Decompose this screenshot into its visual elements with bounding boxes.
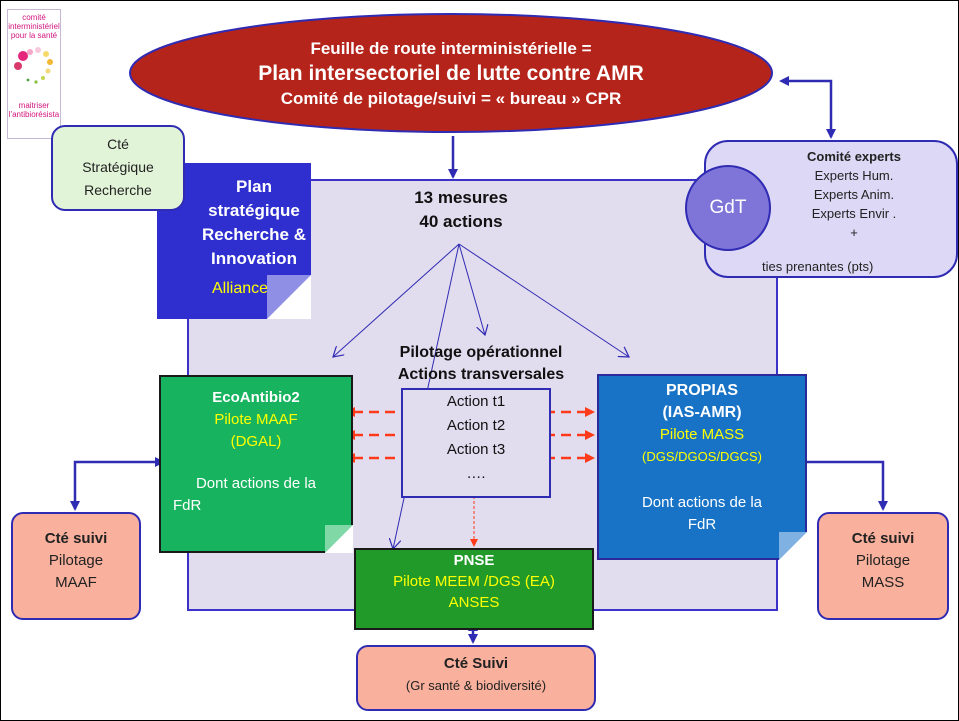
roadmap-text: Feuille de route interministérielle = Pl… xyxy=(127,38,775,110)
plan-strategique-box: Plan stratégique Recherche & Innovation … xyxy=(157,163,311,319)
mesures-line-1: 13 mesures xyxy=(414,188,508,207)
gdt-circle: GdT xyxy=(685,165,771,251)
pilotage-line-2: Actions transversales xyxy=(397,366,565,383)
mesures-line-2: 40 actions xyxy=(419,212,503,231)
cte-strategique-box: Cté Stratégique Recherche xyxy=(51,125,185,211)
suivi-gr-line-1: (Gr santé & biodiversité) xyxy=(405,678,547,693)
experts-title: Comité experts xyxy=(807,149,901,164)
actions-transversales-box: Action t1 Action t2 Action t3 …. xyxy=(401,388,551,498)
eco-title: EcoAntibio2 xyxy=(212,389,300,406)
propias-pilot: Pilote MASS xyxy=(659,426,745,443)
experts-line-5: ties prenantes (pts) xyxy=(762,259,874,274)
cte-strat-line-2: Stratégique xyxy=(82,159,154,175)
page-fold-icon xyxy=(779,532,807,560)
propias-line-1: Dont actions de la xyxy=(641,494,763,511)
logo-text-4: maitriser xyxy=(18,101,50,110)
roadmap-line-1: Feuille de route interministérielle = xyxy=(310,39,592,58)
cte-strat-line-1: Cté xyxy=(107,136,129,152)
suivi-mass-title: Cté suivi xyxy=(851,530,915,547)
roadmap-line-2: Plan intersectoriel de lutte contre AMR xyxy=(258,62,644,85)
pnse-org: ANSES xyxy=(448,594,500,611)
eco-pilot: Pilote MAAF xyxy=(214,411,298,428)
plan-line-3: Recherche & xyxy=(202,225,306,244)
pnse-pilot: Pilote MEEM /DGS (EA) xyxy=(393,573,555,590)
plan-line-4: Innovation xyxy=(211,249,297,268)
action-more: …. xyxy=(466,465,486,482)
propias-line-2: FdR xyxy=(687,516,717,533)
eco-line-2: FdR xyxy=(173,497,202,514)
eco-org: (DGAL) xyxy=(230,433,282,450)
logo-dots-icon xyxy=(14,47,53,84)
experts-line-3: Experts Envir . xyxy=(811,206,897,221)
experts-line-1: Experts Hum. xyxy=(814,168,894,183)
logo-text-2: interministériel xyxy=(8,22,60,31)
suivi-mass-line-2: MASS xyxy=(861,574,905,591)
eco-line-1: Dont actions de la xyxy=(195,475,317,492)
suivi-maaf-line-2: MAAF xyxy=(55,574,97,591)
logo-text-3: pour la santé xyxy=(10,31,58,40)
cte-strat-line-3: Recherche xyxy=(84,182,152,198)
action-t1: Action t1 xyxy=(446,393,506,410)
experts-line-4: + xyxy=(850,225,858,240)
propias-box: PROPIAS (IAS-AMR) Pilote MASS (DGS/DGOS/… xyxy=(597,374,807,560)
cte-suivi-mass-box: Cté suivi Pilotage MASS xyxy=(817,512,949,620)
plan-alliances: Alliances xyxy=(211,280,277,297)
pnse-title: PNSE xyxy=(453,552,495,569)
action-t2: Action t2 xyxy=(446,417,506,434)
logo: comité interministériel pour la santé ma… xyxy=(7,9,61,139)
page-fold-icon xyxy=(267,275,311,319)
pilotage-line-1: Pilotage opérationnel xyxy=(399,344,563,361)
experts-line-2: Experts Anim. xyxy=(813,187,895,202)
arrow-roadmap-experts xyxy=(779,76,836,139)
logo-text-1: comité xyxy=(22,13,46,22)
suivi-gr-title: Cté Suivi xyxy=(443,655,509,672)
action-t3: Action t3 xyxy=(446,441,506,458)
mesures-label: 13 mesures 40 actions xyxy=(381,186,541,234)
page-fold-icon xyxy=(325,525,353,553)
propias-org: (DGS/DGOS/DGCS) xyxy=(642,449,762,464)
plan-line-1: Plan xyxy=(236,177,272,196)
roadmap-line-3: Comité de pilotage/suivi = « bureau » CP… xyxy=(280,89,622,108)
pilotage-operationnel-label: Pilotage opérationnel Actions transversa… xyxy=(361,342,601,386)
propias-subtitle: (IAS-AMR) xyxy=(662,404,742,421)
suivi-mass-line-1: Pilotage xyxy=(855,552,911,569)
propias-title: PROPIAS xyxy=(665,382,738,399)
logo-text-5: l'antibiorésista xyxy=(8,110,60,119)
suivi-maaf-title: Cté suivi xyxy=(44,530,108,547)
plan-line-2: stratégique xyxy=(208,201,300,220)
suivi-maaf-line-1: Pilotage xyxy=(48,552,104,569)
cte-suivi-maaf-box: Cté suivi Pilotage MAAF xyxy=(11,512,141,620)
cte-suivi-gr-box: Cté Suivi (Gr santé & biodiversité) xyxy=(356,645,596,711)
roadmap-ellipse xyxy=(129,13,773,133)
ecoantibio-box: EcoAntibio2 Pilote MAAF (DGAL) Dont acti… xyxy=(159,375,353,553)
pnse-box: PNSE Pilote MEEM /DGS (EA) ANSES xyxy=(354,548,594,630)
